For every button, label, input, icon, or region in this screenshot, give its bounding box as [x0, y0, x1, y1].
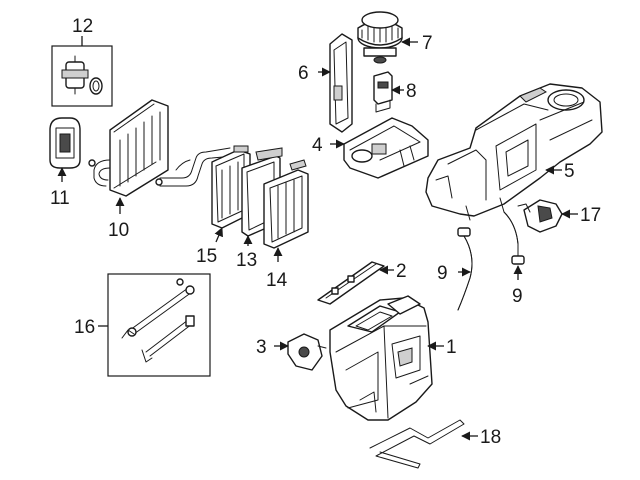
part-8-resistor — [373, 71, 393, 113]
part-14-cabin-filter — [263, 159, 309, 249]
callout-3: 3 — [256, 337, 267, 358]
part-6-duct — [329, 33, 353, 133]
part-5-hvac-housing — [425, 83, 603, 221]
part-7-blower-motor — [357, 11, 403, 64]
callout-18: 18 — [480, 427, 501, 448]
part-3-mode-actuator — [287, 333, 327, 371]
part-2-seal-strip — [317, 261, 385, 305]
part-9-drain-tube-left — [457, 227, 473, 311]
leader-15 — [214, 227, 223, 243]
part-18-seal — [369, 419, 465, 469]
heater-lines — [155, 147, 235, 187]
callout-15: 15 — [196, 246, 217, 267]
callout-7: 7 — [422, 33, 433, 54]
part-17-actuator — [517, 199, 563, 233]
callout-1: 1 — [446, 337, 457, 358]
part-16-box — [107, 273, 211, 377]
part-1-hvac-case — [329, 295, 433, 421]
callout-9b: 9 — [512, 286, 523, 307]
callout-5: 5 — [564, 161, 575, 182]
callout-2: 2 — [396, 261, 407, 282]
callout-11: 11 — [50, 188, 70, 209]
part-16-linkage-kit — [107, 273, 211, 377]
part-12-expansion-valve — [51, 45, 113, 107]
part-9-drain-tube-right — [503, 211, 525, 265]
callout-13: 13 — [236, 250, 257, 271]
callout-10: 10 — [108, 220, 129, 241]
callout-8: 8 — [406, 81, 417, 102]
callout-4: 4 — [312, 135, 323, 156]
part-11-seal — [49, 117, 81, 169]
part-15-heater-core — [211, 145, 251, 229]
callout-16: 16 — [74, 317, 95, 338]
callout-14: 14 — [266, 270, 288, 291]
callout-6: 6 — [298, 63, 309, 84]
callout-17: 17 — [580, 205, 601, 226]
callout-12: 12 — [72, 16, 93, 37]
part-4-blower-housing — [343, 117, 429, 179]
part-10-evaporator-core — [88, 99, 169, 197]
callout-9a: 9 — [437, 263, 448, 284]
